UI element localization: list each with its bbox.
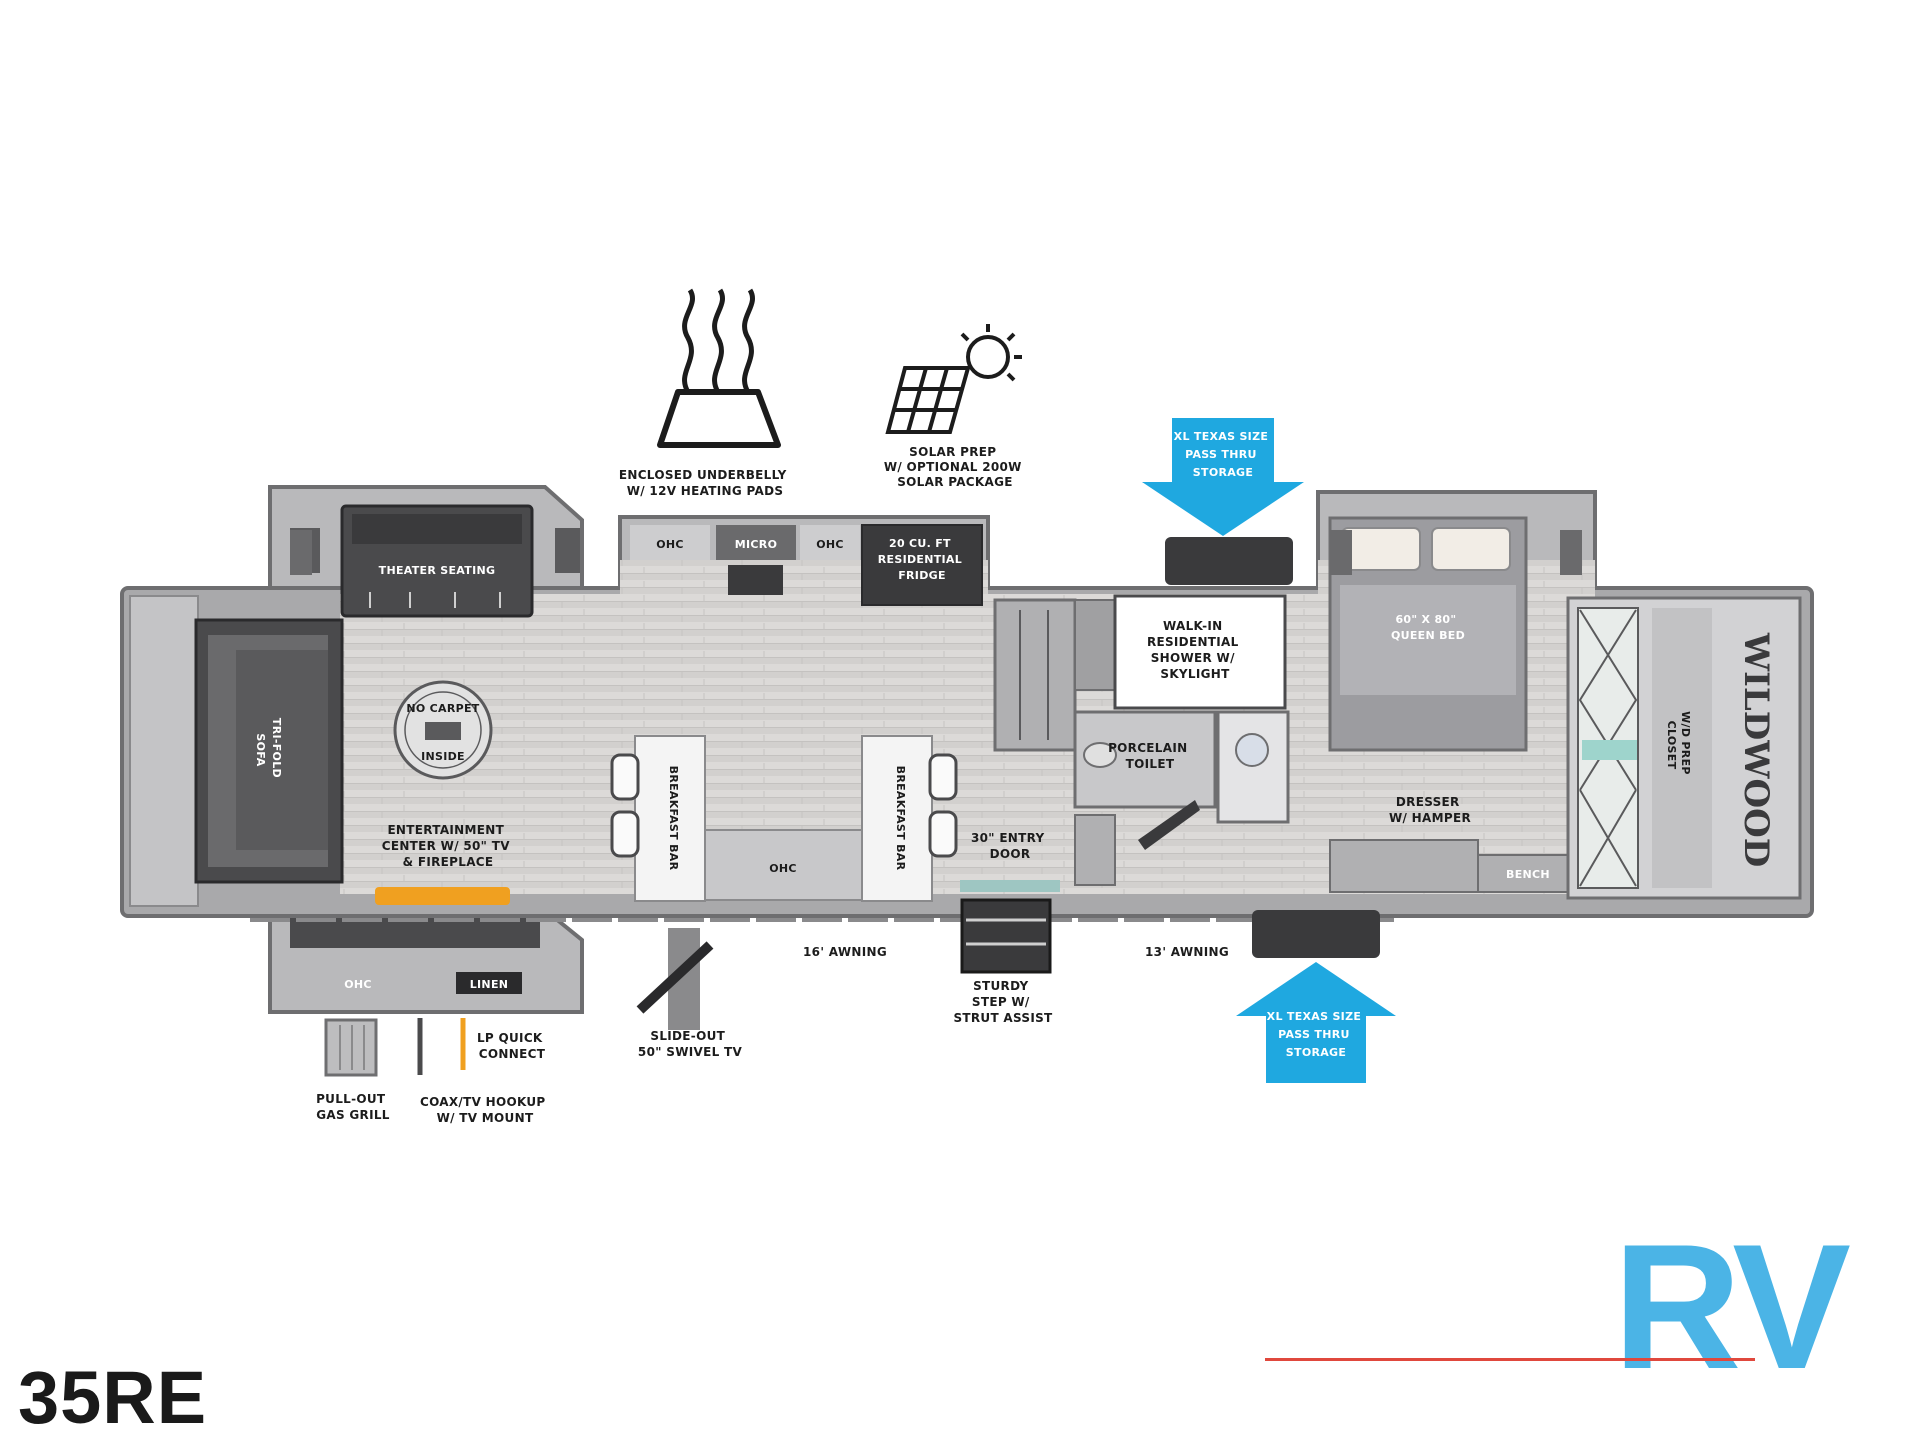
front-cap: TRI-FOLD SOFA xyxy=(129,595,344,907)
svg-text:XL TEXAS SIZE PASS THRU: XL TEXAS SIZE PASS THRU STORAGE xyxy=(1174,430,1273,479)
underbelly-label: ENCLOSED UNDERBELLY W/ 12V HEATING PADS xyxy=(619,468,791,498)
toilet-label: PORCELAIN TOILET xyxy=(1108,741,1192,771)
rv-logo-underline xyxy=(1265,1358,1755,1361)
svg-text:OHC: OHC xyxy=(816,538,844,551)
rv-logo-text: RV xyxy=(1612,1207,1851,1406)
solar-label: SOLAR PREP W/ OPTIONAL 200W SOLAR PACKAG… xyxy=(884,445,1026,489)
svg-text:W/D PREP CLOSET: W/D PREP CLOSET xyxy=(1665,711,1692,779)
kitchen-slide: OHC MICRO OHC 20 CU. FT RESIDENTIAL FRID… xyxy=(630,524,983,606)
storage-arrow-bottom: XL TEXAS SIZE PASS THRU STORAGE xyxy=(1236,962,1396,1083)
shower-label: WALK-IN RESIDENTIAL SHOWER W/ SKYLIGHT xyxy=(1147,619,1243,681)
fridge-label: 20 CU. FT RESIDENTIAL FRIDGE xyxy=(878,537,966,582)
gas-grill xyxy=(324,1018,378,1077)
sofa-label: TRI-FOLD SOFA xyxy=(254,718,283,782)
entry-step xyxy=(960,898,1052,974)
queen-bed: 60" X 80" QUEEN BED xyxy=(1328,516,1528,752)
breakfast-bar-1: BREAKFAST BAR xyxy=(610,735,706,902)
dresser-label: DRESSER W/ HAMPER xyxy=(1389,795,1471,825)
brand-wordmark: WILDWOOD xyxy=(1736,632,1776,867)
bench xyxy=(1477,854,1579,893)
entertainment-label: ENTERTAINMENT CENTER W/ 50" TV & FIREPLA… xyxy=(382,823,515,869)
rv-logo: RV xyxy=(1265,1218,1851,1396)
svg-text:INSIDE: INSIDE xyxy=(421,750,465,763)
svg-text:BENCH: BENCH xyxy=(1506,868,1550,881)
svg-text:60" X 80" QUEEN BED: 60" X 80" QUEEN BED xyxy=(1391,613,1465,642)
slide-out-tv xyxy=(636,928,714,1030)
entry-door-label: 30" ENTRY DOOR xyxy=(971,831,1049,861)
breakfast-bar-2: BREAKFAST BAR xyxy=(861,735,958,902)
svg-text:BREAKFAST BAR: BREAKFAST BAR xyxy=(667,766,680,871)
pass-thru-storage-bottom xyxy=(1252,910,1380,958)
dresser xyxy=(1329,839,1479,893)
svg-text:LINEN: LINEN xyxy=(470,978,509,991)
fireplace xyxy=(375,887,510,905)
model-name: 35RE xyxy=(18,1356,208,1439)
svg-text:XL TEXAS SIZE PASS THRU: XL TEXAS SIZE PASS THRU STORAGE xyxy=(1267,1010,1366,1059)
svg-text:OHC: OHC xyxy=(769,862,797,875)
rear-closet: W/D PREP CLOSET WILDWOOD xyxy=(1566,596,1802,900)
awning-13-label: 13' AWNING xyxy=(1145,945,1229,959)
pass-thru-storage-top xyxy=(1165,537,1293,585)
coax-label: COAX/TV HOOKUP W/ TV MOUNT xyxy=(420,1095,550,1125)
step-label: STURDY STEP W/ STRUT ASSIST xyxy=(953,979,1053,1025)
slide-tv-label: SLIDE-OUT 50" SWIVEL TV xyxy=(638,1029,743,1059)
svg-text:NO CARPET: NO CARPET xyxy=(406,702,479,715)
svg-text:OHC: OHC xyxy=(344,978,372,991)
kitchen-island xyxy=(704,829,863,901)
no-carpet-seal: NO CARPET INSIDE xyxy=(393,680,493,780)
lp-quick-label: LP QUICK CONNECT xyxy=(477,1031,547,1061)
heating-pads-icon xyxy=(657,288,781,448)
bathroom: WALK-IN RESIDENTIAL SHOWER W/ SKYLIGHT P… xyxy=(993,594,1290,886)
svg-text:BREAKFAST BAR: BREAKFAST BAR xyxy=(894,766,907,871)
storage-arrow-top: XL TEXAS SIZE PASS THRU STORAGE xyxy=(1142,418,1304,536)
svg-text:MICRO: MICRO xyxy=(735,538,777,551)
svg-text:THEATER SEATING: THEATER SEATING xyxy=(379,564,496,577)
awning-16-label: 16' AWNING xyxy=(803,945,887,959)
svg-text:OHC: OHC xyxy=(656,538,684,551)
grill-label: PULL-OUT GAS GRILL xyxy=(316,1092,390,1122)
bottom-slide: OHC LINEN xyxy=(290,918,540,994)
solar-panel-icon xyxy=(885,324,1022,434)
